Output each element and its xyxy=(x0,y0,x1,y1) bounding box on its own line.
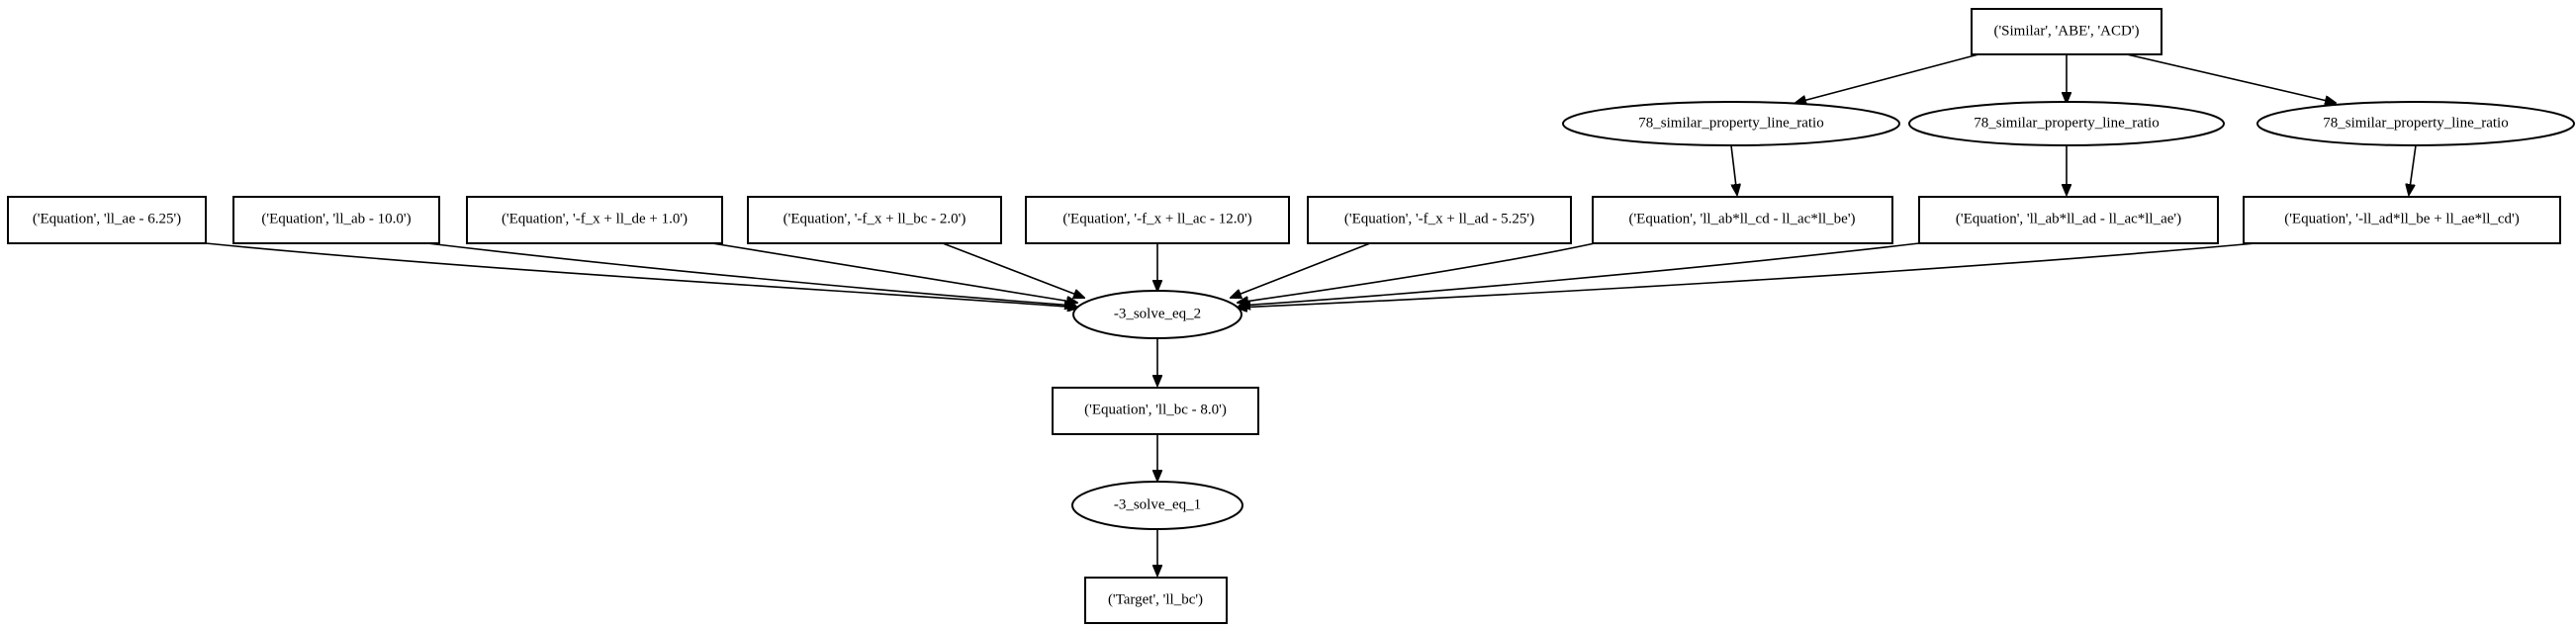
node-solve-eq-1[interactable]: -3_solve_eq_1 xyxy=(1071,481,1243,530)
node-similar-property-2[interactable]: 78_similar_property_line_ratio xyxy=(1908,101,2225,146)
edge-eq-ab-to-solve2 xyxy=(426,242,1075,306)
node-label: ('Equation', '-f_x + ll_ac - 12.0') xyxy=(1062,211,1251,226)
node-eq-ac[interactable]: ('Equation', '-f_x + ll_ac - 12.0') xyxy=(1025,196,1290,244)
edges xyxy=(205,53,2417,576)
node-label: 78_similar_property_line_ratio xyxy=(1974,115,2159,131)
node-label: ('Equation', '-f_x + ll_ad - 5.25') xyxy=(1344,211,1534,226)
node-similar[interactable]: ('Similar', 'ABE', 'ACD') xyxy=(1971,8,2162,55)
node-label: ('Equation', 'll_ae - 6.25') xyxy=(33,211,181,226)
node-label: ('Equation', '-f_x + ll_bc - 2.0') xyxy=(783,211,966,226)
node-solve-eq-2[interactable]: -3_solve_eq_2 xyxy=(1072,290,1242,339)
node-label: ('Equation', 'll_bc - 8.0') xyxy=(1084,402,1227,417)
node-label: 78_similar_property_line_ratio xyxy=(1638,115,1823,131)
edge-ratio-1-to-solve2 xyxy=(1238,242,1596,303)
node-label: ('Equation', '-f_x + ll_de + 1.0') xyxy=(502,211,688,226)
node-label: ('Equation', 'll_ab - 10.0') xyxy=(261,211,411,226)
node-label: ('Equation', 'll_ab*ll_ad - ll_ac*ll_ae'… xyxy=(1956,211,2181,226)
node-eq-bc-fx[interactable]: ('Equation', '-f_x + ll_bc - 2.0') xyxy=(747,196,1002,244)
edge-similar-to-prop-3 xyxy=(2126,53,2336,103)
node-eq-ratio-3[interactable]: ('Equation', '-ll_ad*ll_be + ll_ae*ll_cd… xyxy=(2243,196,2561,244)
node-target[interactable]: ('Target', 'll_bc') xyxy=(1084,577,1228,624)
node-eq-de[interactable]: ('Equation', '-f_x + ll_de + 1.0') xyxy=(466,196,723,244)
node-similar-property-1[interactable]: 78_similar_property_line_ratio xyxy=(1562,101,1900,146)
node-similar-property-3[interactable]: 78_similar_property_line_ratio xyxy=(2256,101,2575,146)
edge-eq-de-to-solve2 xyxy=(711,242,1077,303)
node-eq-ratio-2[interactable]: ('Equation', 'll_ab*ll_ad - ll_ac*ll_ae'… xyxy=(1918,196,2219,244)
node-label: 78_similar_property_line_ratio xyxy=(2323,115,2508,131)
node-label: -3_solve_eq_2 xyxy=(1114,306,1201,321)
node-label: ('Equation', 'll_ab*ll_cd - ll_ac*ll_be'… xyxy=(1628,211,1855,226)
node-eq-bc-result[interactable]: ('Equation', 'll_bc - 8.0') xyxy=(1052,387,1259,435)
edge-similar-to-prop-1 xyxy=(1795,53,1979,103)
node-eq-ae[interactable]: ('Equation', 'll_ae - 6.25') xyxy=(7,196,207,244)
node-eq-ab[interactable]: ('Equation', 'll_ab - 10.0') xyxy=(232,196,440,244)
edge-eq-ae-to-solve2 xyxy=(205,242,1078,308)
edge-prop-3-to-ratio-3 xyxy=(2409,144,2417,195)
edge-prop-1-to-ratio-1 xyxy=(1730,144,1737,195)
edge-ratio-2-to-solve2 xyxy=(1240,242,1920,306)
node-label: -3_solve_eq_1 xyxy=(1114,496,1201,512)
node-label: ('Target', 'll_bc') xyxy=(1108,591,1203,607)
node-label: ('Equation', '-ll_ad*ll_be + ll_ae*ll_cd… xyxy=(2284,211,2520,226)
node-label: ('Similar', 'ABE', 'ACD') xyxy=(1993,23,2139,39)
edge-ratio-3-to-solve2 xyxy=(1237,242,2256,308)
edge-eq-bc-fx-to-solve2 xyxy=(942,242,1084,298)
node-eq-ad[interactable]: ('Equation', '-f_x + ll_ad - 5.25') xyxy=(1307,196,1572,244)
node-eq-ratio-1[interactable]: ('Equation', 'll_ab*ll_cd - ll_ac*ll_be'… xyxy=(1592,196,1893,244)
edge-eq-ad-to-solve2 xyxy=(1231,242,1371,298)
